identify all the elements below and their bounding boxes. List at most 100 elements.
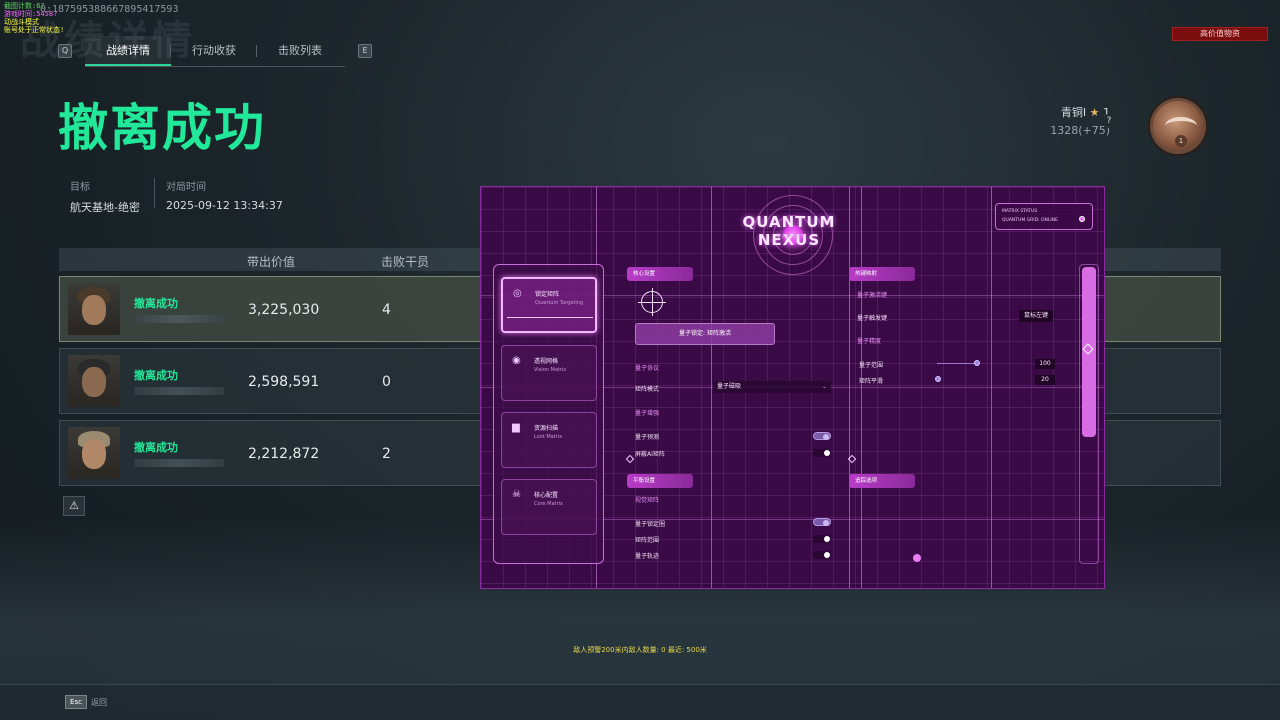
target-icon: ◎ [513, 288, 522, 299]
nav-quantum-targeting[interactable]: ◎ 锁定矩阵 Quantum Targeting [501, 277, 597, 333]
rank-name: 青铜I [1060, 106, 1087, 119]
debug-line: 游戏时间:5458? [4, 10, 58, 18]
chevron-down-icon: ⌄ [821, 383, 827, 390]
matrix-mode-select[interactable]: 量子磁吸 ⌄ [713, 381, 831, 393]
matrix-range-toggle[interactable] [813, 535, 831, 543]
quantum-predict-toggle[interactable] [813, 432, 831, 440]
enemy-radar-text: 敌人预警200米内敌人数量: 0 最近: 500米 [573, 646, 707, 654]
row-kills: 4 [382, 302, 391, 318]
matrix-smooth-value[interactable]: 20 [1035, 375, 1055, 385]
time-info: 对局时间 2025-09-12 13:34:37 [166, 178, 283, 212]
label-quantum-predict: 量子预测 [635, 434, 660, 441]
label-quantum-lock-circle: 量子锁定圈 [635, 521, 666, 528]
column-header-value: 带出价值 [247, 255, 296, 269]
rank-emblem: 1 [1150, 98, 1206, 154]
session-id: 0:1875953886678​95417593 [40, 4, 179, 15]
back-label[interactable]: 返回 [91, 698, 107, 707]
avatar [68, 427, 120, 479]
brand-title: QUANTUM NEXUS [742, 213, 836, 249]
row-kills: 0 [382, 374, 391, 390]
label-vision-matrix: 视觉矩阵 [635, 497, 660, 504]
nav-sublabel: Vision Matrix [534, 367, 567, 373]
nav-sublabel: Core Matrix [534, 501, 563, 507]
slider-handle[interactable] [974, 360, 980, 366]
footer-bar: Esc 返回 [0, 684, 1280, 720]
target-value: 航天基地-绝密 [70, 201, 140, 214]
nav-label: 资源扫描 [534, 425, 559, 432]
trigger-key-select[interactable]: 鼠标左键 [1019, 310, 1053, 322]
matrix-mode-value: 量子磁吸 [717, 383, 742, 390]
slider-handle[interactable] [935, 376, 941, 382]
target-info: 目标 航天基地-绝密 [70, 178, 140, 215]
row-value: 2,212,872 [248, 446, 320, 462]
tab-label: 战绩详情 [106, 44, 150, 57]
debug-line: 动战斗模式 [4, 18, 39, 26]
rank-stars: 1 [1103, 106, 1110, 119]
label-quantum-enhance: 量子增强 [635, 410, 660, 417]
debug-overlay: 截图计数:6? 游戏时间:5458? 动战斗模式 账号处于正常状态! [4, 2, 64, 34]
position-dot-icon [913, 554, 921, 562]
quantum-range-value[interactable]: 100 [1035, 359, 1055, 369]
row-status: 撤离成功 [134, 369, 178, 382]
nav-core-matrix[interactable]: ☠ 核心配置 Core Matrix [501, 479, 597, 535]
label-quantum-activate-key: 量子激活键 [857, 292, 888, 299]
tab-battle-details[interactable]: 战绩详情 [85, 36, 171, 66]
result-title: 撤离成功 [58, 99, 266, 157]
meta-divider [154, 178, 155, 208]
time-value: 2025-09-12 13:34:37 [166, 199, 283, 212]
player-name-blurred [134, 315, 224, 323]
scroll-thumb[interactable] [1082, 267, 1096, 437]
matrix-status-box: MATRIX STATUS QUANTUM GRID: ONLINE [995, 203, 1093, 230]
nav-sublabel: Quantum Targeting [535, 300, 584, 306]
player-name-blurred [134, 459, 224, 467]
esc-key[interactable]: Esc [65, 695, 87, 709]
shield-ai-toggle[interactable] [813, 449, 831, 457]
nav-label: 透视网格 [534, 358, 559, 365]
brand-subtitle: 量子矩阵控制 [775, 234, 806, 240]
warning-icon[interactable]: ⚠ [63, 496, 85, 516]
folder-icon: ▆ [512, 422, 520, 433]
nav-vision-matrix[interactable]: ◉ 透视网格 Vision Matrix [501, 345, 597, 401]
tab-kill-list[interactable]: 击败列表 [257, 36, 343, 66]
label-quantum-trigger-key: 量子触发键 [857, 315, 888, 322]
high-value-items-button[interactable]: 高价值物资 [1172, 27, 1268, 41]
crosshair-icon [638, 288, 666, 316]
section-balance-settings: 平衡设置 [627, 474, 693, 488]
key-hint-e: E [358, 44, 372, 58]
status-title: MATRIX STATUS [1002, 209, 1038, 214]
tab-action-loot[interactable]: 行动收获 [171, 36, 257, 66]
status-line: QUANTUM GRID: ONLINE [1002, 218, 1058, 223]
status-indicator-icon [1079, 216, 1085, 222]
avatar [68, 355, 120, 407]
quantum-nexus-overlay: QUANTUM NEXUS 量子矩阵控制 MATRIX STATUS QUANT… [480, 186, 1105, 589]
label-matrix-range: 矩阵范围 [635, 537, 660, 544]
help-icon[interactable]: ? [1102, 114, 1116, 128]
label-matrix-smooth: 矩阵平滑 [859, 378, 884, 385]
player-name-blurred [134, 387, 224, 395]
quantum-range-slider[interactable] [937, 363, 977, 364]
column-header-kills: 击败干员 [381, 255, 430, 269]
quantum-lock-button[interactable]: 量子锁定: 矩阵激活 [635, 323, 775, 345]
label-matrix-mode: 矩阵模式 [635, 386, 660, 393]
debug-line: 账号处于正常状态! [4, 26, 65, 34]
section-core-settings: 核心设置 [627, 267, 693, 281]
nav-loot-matrix[interactable]: ▆ 资源扫描 Loot Matrix [501, 412, 597, 468]
row-kills: 2 [382, 446, 391, 462]
label-quantum-protocol: 量子协议 [635, 365, 660, 372]
nav-label: 核心配置 [534, 492, 559, 499]
background-title: 战绩详情 [20, 18, 196, 64]
row-status: 撤离成功 [134, 297, 178, 310]
nexus-logo-icon [783, 225, 803, 245]
label-quantum-trace: 量子轨迹 [635, 553, 660, 560]
avatar [68, 283, 120, 335]
quantum-trace-toggle[interactable] [813, 551, 831, 559]
debug-line: 截图计数:6? [4, 2, 45, 10]
logo-ring [753, 195, 833, 275]
overlay-scrollbar[interactable] [1079, 264, 1099, 564]
star-icon: ★ [1089, 106, 1100, 119]
diamond-marker-icon [625, 454, 635, 464]
eagle-icon [1165, 117, 1197, 135]
section-hotkey-mapping: 热键映射 [849, 267, 915, 281]
row-value: 2,598,591 [248, 374, 320, 390]
quantum-lock-circle-toggle[interactable] [813, 518, 831, 526]
